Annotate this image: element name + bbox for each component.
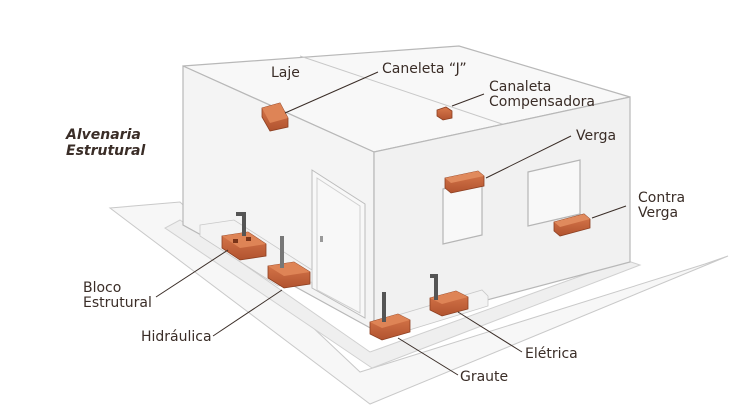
ground-slab <box>108 201 729 405</box>
graute-bar-left <box>236 212 246 236</box>
right-wall <box>373 96 631 331</box>
label-caneleta-j: Caneleta “J” <box>382 61 467 77</box>
label-graute: Graute <box>460 369 509 385</box>
label-bloco-1: Bloco <box>83 280 122 296</box>
label-bloco-2: Estrutural <box>83 295 152 311</box>
door <box>311 169 366 319</box>
leader-eletrica <box>457 311 523 353</box>
leader-lines <box>155 71 627 376</box>
label-contra-verga-2: Verga <box>638 205 679 221</box>
leader-hidraulica <box>212 289 283 337</box>
leader-contra-verga <box>591 205 627 219</box>
door-knob-icon <box>320 236 323 242</box>
house <box>182 45 631 332</box>
title-line1: Alvenaria <box>66 127 141 143</box>
leader-canaleta-compensadora <box>451 93 485 107</box>
leader-verga <box>485 135 572 179</box>
leader-caneleta-j <box>284 71 379 114</box>
structural-blocks <box>199 102 591 341</box>
roof-joint-line <box>299 55 506 126</box>
leader-bloco-estrutural <box>155 249 229 298</box>
label-canaleta-1: Canaleta <box>489 79 552 95</box>
caneleta-compensadora-block <box>436 106 453 121</box>
leader-graute <box>397 337 459 376</box>
label-canaleta-2: Compensadora <box>489 94 596 110</box>
diagram-title: Alvenaria Estrutural <box>66 127 145 159</box>
label-contra-verga-1: Contra <box>638 190 686 206</box>
title-line2: Estrutural <box>66 143 146 159</box>
label-hidraulica: Hidráulica <box>141 329 212 345</box>
eletrica-conduit <box>430 274 438 300</box>
label-laje: Laje <box>271 65 300 81</box>
label-verga: Verga <box>576 128 617 144</box>
window-right <box>527 159 581 227</box>
label-eletrica: Elétrica <box>525 346 578 362</box>
